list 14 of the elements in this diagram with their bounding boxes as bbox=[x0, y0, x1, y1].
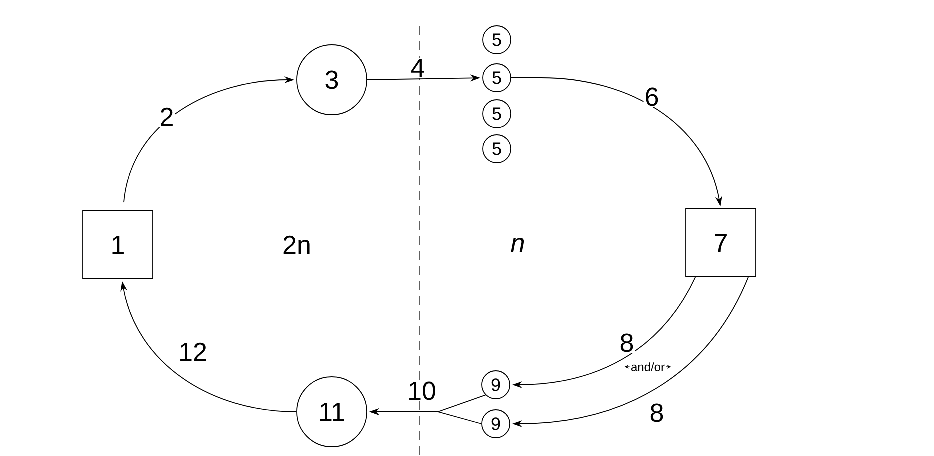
note-text: and/or bbox=[632, 362, 665, 372]
region-label: n bbox=[511, 238, 524, 252]
edge-label: 2 bbox=[158, 106, 176, 128]
square-box: 7 bbox=[686, 208, 756, 278]
circle-node: 3 bbox=[296, 44, 368, 116]
edge-label: 4 bbox=[410, 58, 426, 78]
edge-label: 8 bbox=[648, 402, 666, 424]
edge-label: 12 bbox=[178, 342, 208, 362]
region-label: 2n bbox=[284, 236, 310, 254]
edge-label: 10 bbox=[406, 380, 438, 402]
edge-label: 8 bbox=[618, 332, 636, 354]
circle-node: 11 bbox=[296, 376, 368, 448]
edge-label: 6 bbox=[644, 86, 660, 108]
square-box: 1 bbox=[82, 210, 154, 280]
